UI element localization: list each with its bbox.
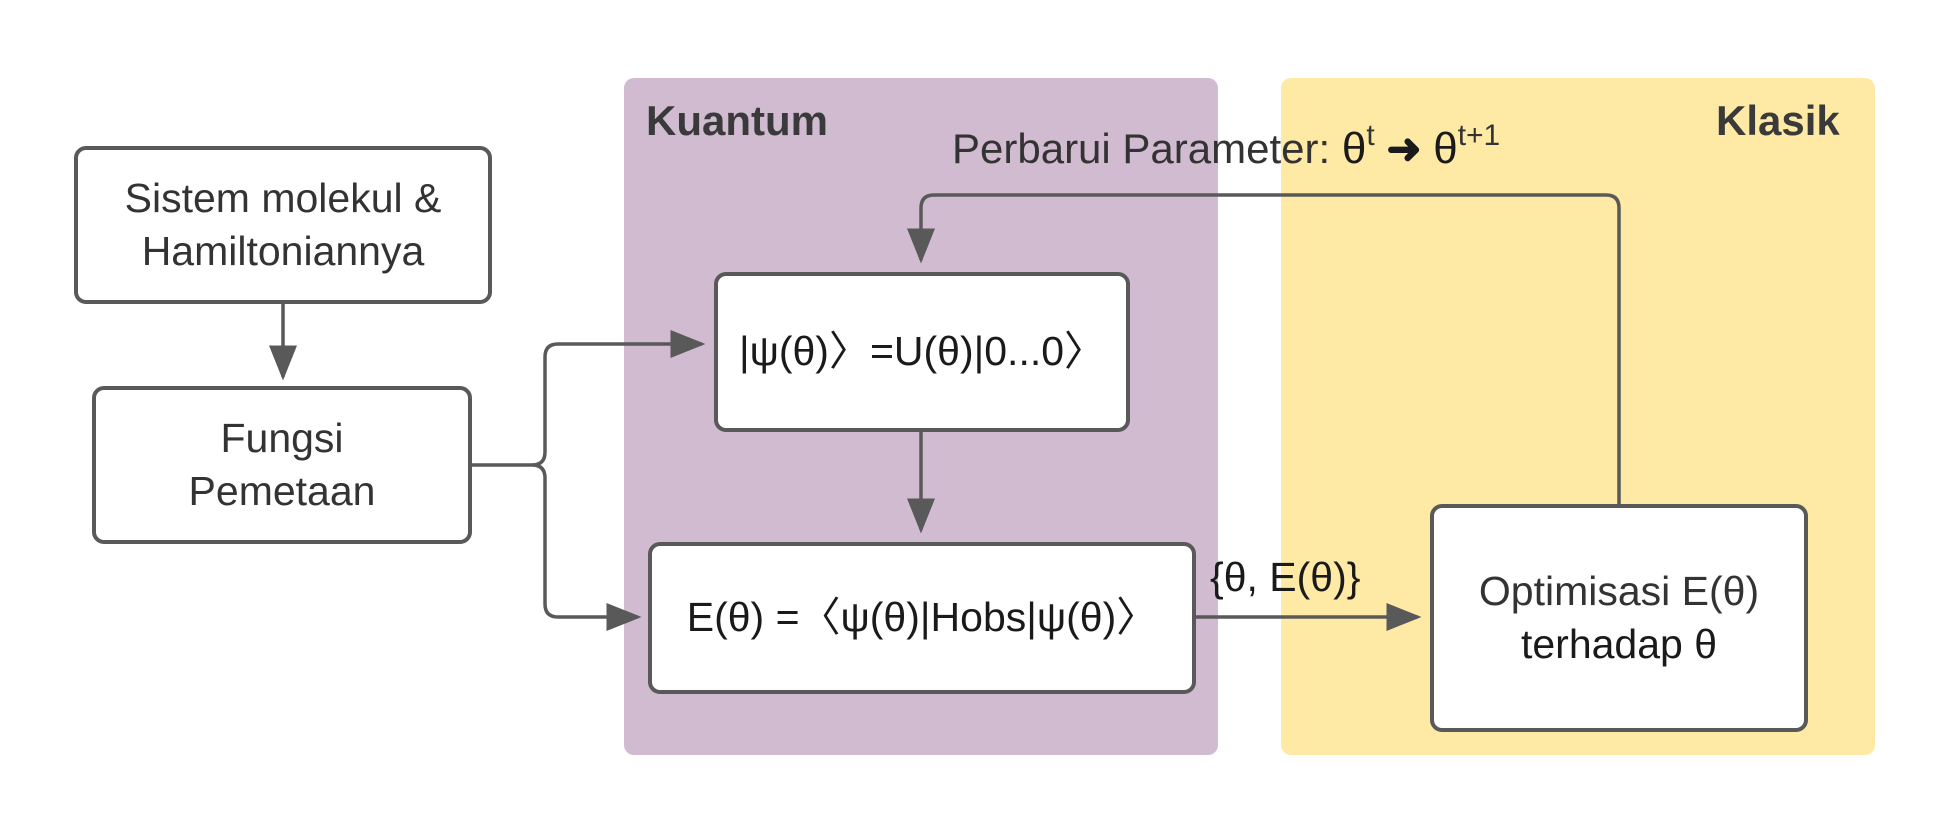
energy-expectation-box: E(θ) =〈ψ(θ)|Hobs|ψ(θ)〉	[648, 542, 1196, 694]
optimization-line2: terhadap θ	[1520, 621, 1718, 667]
theta-energy-pair-label: {θ, E(θ)}	[1210, 554, 1361, 600]
theta-current: θ	[1341, 124, 1367, 173]
arrow-mapping-to-energy	[531, 463, 642, 631]
energy-expectation-formula: E(θ) =〈ψ(θ)|Hobs|ψ(θ)〉	[686, 594, 1158, 641]
arrow-mapping-to-state	[472, 330, 706, 467]
optimization-line1: Optimisasi E(θ)	[1478, 567, 1760, 614]
quantum-region-label: Kuantum	[646, 97, 828, 144]
theta-next-superscript: t+1	[1457, 119, 1501, 152]
molecular-system-line1: Sistem molekul &	[124, 174, 442, 221]
mapping-function-line2: Pemetaan	[188, 468, 376, 514]
quantum-state-box: |ψ(θ)〉=U(θ)|0...0〉	[714, 272, 1130, 432]
theta-next: θ	[1433, 124, 1458, 173]
parameter-update-label: Perbarui Parameter: θt ➜ θt+1	[952, 121, 1500, 174]
update-arrow-icon: ➜	[1386, 125, 1422, 172]
classic-region-label: Klasik	[1716, 97, 1840, 144]
arrow-optimize-to-state	[907, 193, 1621, 504]
quantum-state-formula: |ψ(θ)〉=U(θ)|0...0〉	[738, 328, 1106, 375]
molecular-system-box: Sistem molekul & Hamiltoniannya	[74, 146, 492, 304]
mapping-function-line1: Fungsi	[220, 414, 344, 461]
theta-current-superscript: t	[1366, 119, 1375, 152]
molecular-system-line2: Hamiltoniannya	[141, 228, 425, 274]
optimization-box: Optimisasi E(θ) terhadap θ	[1430, 504, 1808, 732]
mapping-function-box: Fungsi Pemetaan	[92, 386, 472, 544]
parameter-update-prefix: Perbarui Parameter:	[952, 125, 1342, 172]
